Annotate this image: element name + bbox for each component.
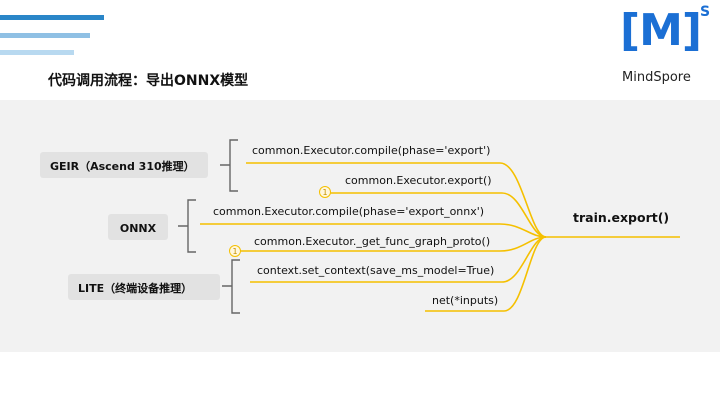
logo-text: MindSpore [622, 70, 691, 85]
bracket-onnx [178, 199, 196, 253]
decor-stripe-top [0, 15, 104, 20]
step-badge-1: 1 [319, 186, 331, 198]
category-label-onnx: ONNX [120, 222, 157, 235]
category-label-geir: GEIR（Ascend 310推理） [50, 159, 195, 173]
step-label-1: common.Executor.export() [345, 174, 492, 187]
bracket-geir [220, 139, 238, 192]
branch-0 [246, 162, 547, 238]
step-label-4: context.set_context(save_ms_model=True) [257, 264, 494, 277]
step-label-0: common.Executor.compile(phase='export') [252, 144, 490, 157]
branch-2 [200, 223, 547, 238]
step-label-3: common.Executor._get_func_graph_proto() [254, 235, 490, 248]
badge-number: 1 [322, 188, 327, 197]
step-label-5: net(*inputs) [432, 294, 498, 307]
step-label-2: common.Executor.compile(phase='export_on… [213, 205, 484, 218]
category-label-lite: LITE（终端设备推理） [78, 281, 192, 295]
badge-number: 1 [232, 247, 237, 256]
root-label: train.export() [573, 210, 669, 225]
page-title: 代码调用流程：导出ONNX模型 [48, 73, 249, 89]
category-geir: GEIR（Ascend 310推理） [40, 152, 208, 178]
logo-superscript: S [700, 4, 711, 20]
category-onnx: ONNX [108, 214, 168, 240]
branch-5 [425, 236, 547, 312]
logo-mark: [M] [620, 5, 702, 56]
category-lite: LITE（终端设备推理） [68, 274, 220, 300]
decor-stripe-bottom [0, 50, 74, 55]
step-badge-3: 1 [229, 245, 241, 257]
branch-1 [330, 192, 547, 238]
mindspore-logo: [M] S MindSpore [612, 4, 712, 92]
decor-stripe-middle [0, 33, 90, 38]
bracket-lite [222, 259, 240, 314]
